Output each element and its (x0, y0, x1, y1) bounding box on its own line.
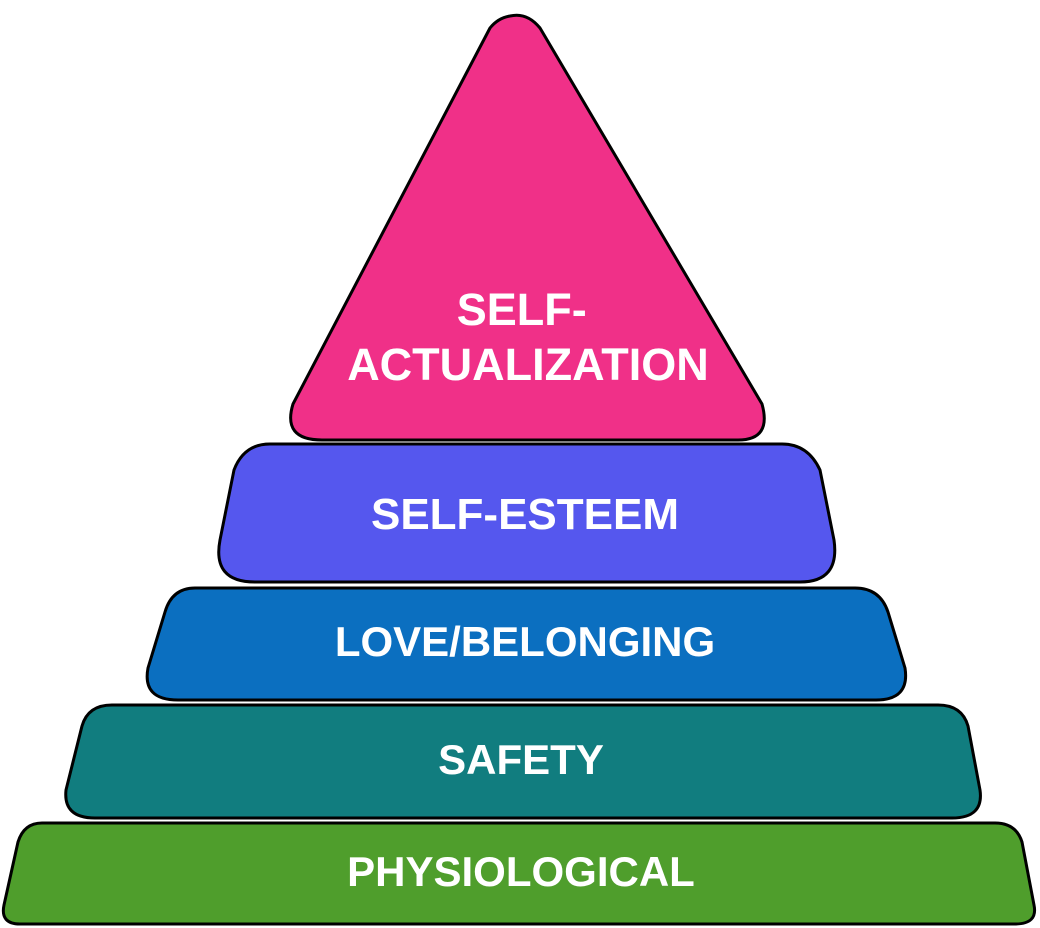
tier-physiological-shape (1, 821, 1037, 926)
tier-self-esteem-shape (217, 442, 837, 584)
tier-self-actualization-label-line-1: SELF- (457, 284, 587, 335)
tier-self-esteem-label: SELF-ESTEEM (371, 490, 679, 539)
tier-self-actualization: SELF- ACTUALIZATION (289, 13, 766, 442)
tier-love-belonging-shape (145, 586, 908, 702)
tier-self-actualization-label-line-2: ACTUALIZATION (347, 339, 709, 390)
tier-physiological: PHYSIOLOGICAL (1, 821, 1037, 926)
tier-self-actualization-shape (289, 13, 766, 442)
tier-safety-label-line-1: SAFETY (438, 736, 604, 783)
tier-love-belonging-label-line-1: LOVE/BELONGING (335, 618, 715, 665)
tier-love-belonging: LOVE/BELONGING (145, 586, 908, 702)
tier-safety-label: SAFETY (438, 736, 604, 783)
tier-safety-shape (64, 703, 982, 820)
tier-love-belonging-label: LOVE/BELONGING (335, 618, 715, 665)
tier-self-esteem-label-line-1: SELF-ESTEEM (371, 490, 679, 539)
tier-physiological-label: PHYSIOLOGICAL (347, 848, 695, 895)
tier-self-actualization-label: SELF- ACTUALIZATION (347, 284, 709, 390)
tier-self-esteem: SELF-ESTEEM (217, 442, 837, 584)
tier-physiological-label-line-1: PHYSIOLOGICAL (347, 848, 695, 895)
tier-safety: SAFETY (64, 703, 982, 820)
